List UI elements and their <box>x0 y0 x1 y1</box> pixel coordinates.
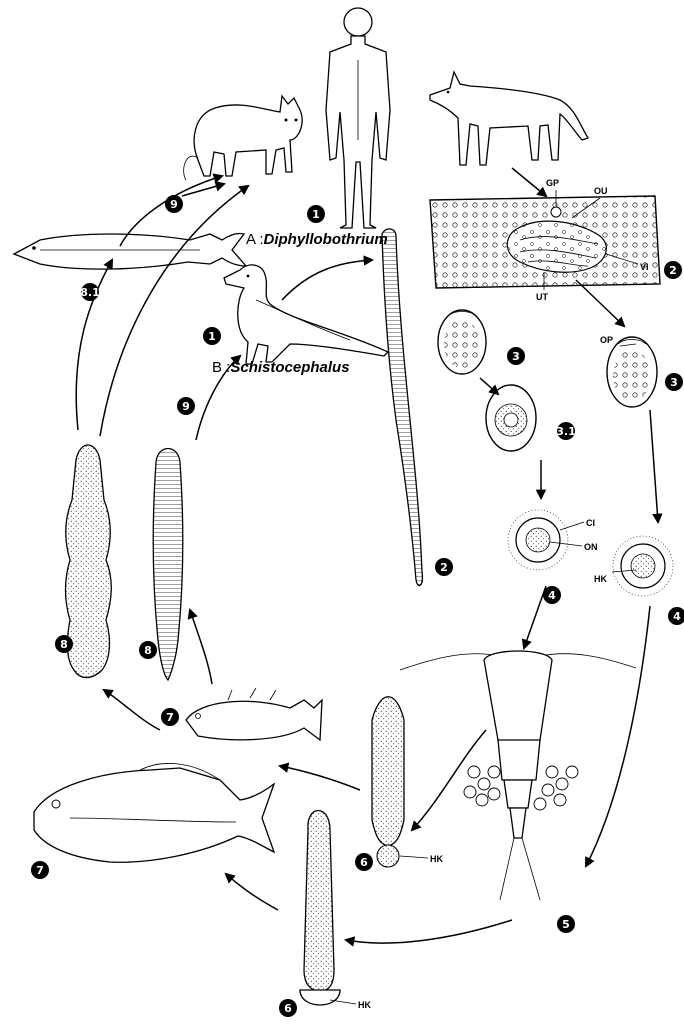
badge-procercoid-a: 6 <box>279 999 297 1017</box>
title-a: A :Diphyllobothrium <box>246 231 388 248</box>
dog-host <box>430 72 588 165</box>
svg-text:6: 6 <box>284 1002 292 1015</box>
badge-fish-b: 7 <box>161 708 179 726</box>
label-pointers <box>330 190 638 1004</box>
svg-text:6: 6 <box>360 856 368 869</box>
svg-text:2: 2 <box>440 561 448 574</box>
badge-egg-a: 3 <box>507 347 525 365</box>
svg-text:9: 9 <box>170 198 178 211</box>
carp-fish <box>34 763 274 862</box>
svg-text:8: 8 <box>144 644 152 657</box>
svg-text:3: 3 <box>670 376 678 389</box>
badge-egg-b: 3 <box>665 373 683 391</box>
svg-text:4: 4 <box>673 610 681 623</box>
badge-coracidium-a: 4 <box>543 586 561 604</box>
badge-plerocercoid-b: 8 <box>139 641 157 659</box>
label-ut: UT <box>536 292 548 302</box>
svg-text:1: 1 <box>208 330 216 343</box>
title-b: B :Schistocephalus <box>212 359 350 376</box>
label-ci: CI <box>586 518 595 528</box>
procercoid-a <box>300 811 340 1006</box>
label-hk-coracidium: HK <box>594 574 607 584</box>
coracidium-a <box>508 510 568 570</box>
badge-proglottid: 2 <box>664 261 682 279</box>
pike-host <box>14 233 246 269</box>
label-on: ON <box>584 542 598 552</box>
cat-host <box>184 96 302 180</box>
badge-pike: 8.1 <box>80 283 100 301</box>
svg-text:5: 5 <box>562 918 570 931</box>
label-ou: OU <box>594 186 608 196</box>
strobila-worm <box>382 229 422 586</box>
egg-b <box>607 337 657 407</box>
badge-coracidium-b: 4 <box>668 607 684 625</box>
svg-text:8: 8 <box>60 638 68 651</box>
badge-plerocercoid-a: 8 <box>55 635 73 653</box>
badge-strobila: 2 <box>435 558 453 576</box>
procercoid-b <box>372 697 404 867</box>
svg-text:3.1: 3.1 <box>556 425 576 438</box>
label-hk-procercoid-a: HK <box>358 1000 371 1010</box>
badge-procercoid-b: 6 <box>355 853 373 871</box>
proglottid-diagram <box>430 196 660 288</box>
egg-a-embryonated <box>486 385 536 451</box>
svg-text:1: 1 <box>312 208 320 221</box>
badge-bird: 1 <box>203 327 221 345</box>
human-host <box>326 8 390 228</box>
badge-to-hosts-a: 9 <box>165 195 183 213</box>
badge-copepod: 5 <box>557 915 575 933</box>
badge-to-bird-b: 9 <box>177 397 195 415</box>
plerocercoid-b <box>153 449 183 681</box>
stickleback-fish <box>186 688 322 740</box>
coracidium-b <box>613 536 673 596</box>
badge-fish-a: 7 <box>31 861 49 879</box>
svg-text:4: 4 <box>548 589 556 602</box>
label-hk-procercoid-b: HK <box>430 854 443 864</box>
label-gp: GP <box>546 178 559 188</box>
badge-human: 1 <box>307 205 325 223</box>
svg-text:7: 7 <box>36 864 44 877</box>
label-op: OP <box>600 335 613 345</box>
label-vi: VI <box>640 262 649 272</box>
svg-text:7: 7 <box>166 711 174 724</box>
svg-text:9: 9 <box>182 400 190 413</box>
egg-a <box>438 310 486 374</box>
badge-egg-a-embryonated: 3.1 <box>556 422 576 440</box>
svg-text:2: 2 <box>669 264 677 277</box>
svg-text:8.1: 8.1 <box>80 286 100 299</box>
svg-text:3: 3 <box>512 350 520 363</box>
